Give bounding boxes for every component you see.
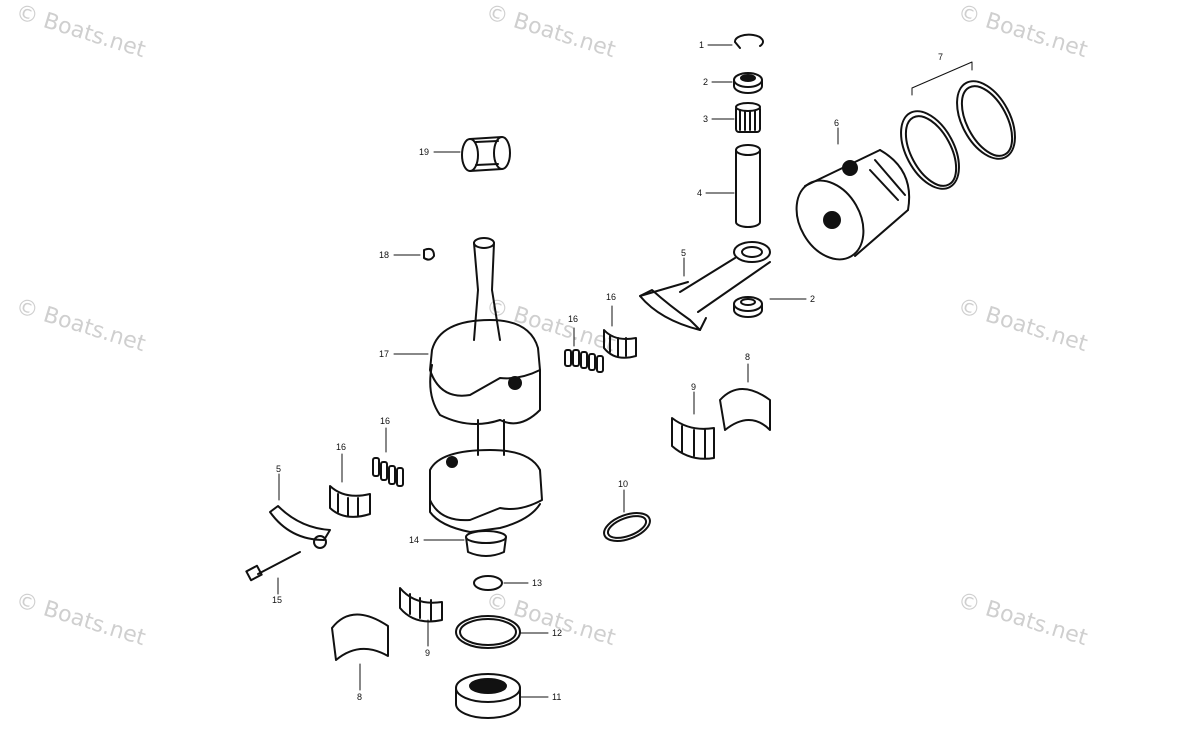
callout-10: 10 — [618, 479, 628, 489]
seal-ring-part — [455, 615, 521, 649]
piston-pin-part — [735, 144, 761, 228]
main-bearing-part — [461, 136, 511, 172]
thrust-washer-part — [733, 72, 763, 94]
piston-ring-part — [956, 80, 1016, 160]
retaining-ring-part — [603, 512, 651, 542]
callout-2: 2 — [703, 77, 708, 87]
callout-5: 5 — [276, 464, 281, 474]
callout-11: 11 — [552, 692, 561, 702]
connecting-rod-part — [639, 241, 771, 331]
piston-part — [795, 149, 911, 261]
woodruff-key-part — [423, 247, 435, 261]
callout-4: 4 — [697, 188, 702, 198]
callout-5: 5 — [681, 248, 686, 258]
callout-16: 16 — [380, 416, 390, 426]
callout-18: 18 — [379, 250, 389, 260]
bearing-shell-part — [719, 388, 771, 431]
callout-3: 3 — [703, 114, 708, 124]
callout-15: 15 — [272, 595, 282, 605]
crankshaft-part — [429, 237, 543, 557]
retaining-clip-part — [734, 33, 764, 49]
callout-7: 7 — [938, 52, 943, 62]
callout-14: 14 — [409, 535, 419, 545]
bearing-shell-part — [331, 613, 389, 661]
bearing-cage-part — [603, 329, 637, 359]
oil-seal-part — [455, 673, 521, 719]
callout-1: 1 — [699, 40, 704, 50]
callout-16: 16 — [568, 314, 578, 324]
o-ring-part — [473, 575, 503, 591]
callout-9: 9 — [691, 382, 696, 392]
bearing-cage-part — [399, 587, 443, 623]
piston-ring-part — [900, 110, 960, 190]
callout-17: 17 — [379, 349, 389, 359]
callout-2: 2 — [810, 294, 815, 304]
rod-cap-part — [269, 505, 331, 549]
callout-8: 8 — [745, 352, 750, 362]
callout-6: 6 — [834, 118, 839, 128]
callout-9: 9 — [425, 648, 430, 658]
callout-12: 12 — [552, 628, 562, 638]
callout-19: 19 — [419, 147, 429, 157]
needle-roller-part — [564, 349, 604, 373]
thrust-washer-part — [733, 296, 763, 318]
rod-bolt-part — [245, 551, 301, 582]
callout-16: 16 — [336, 442, 346, 452]
needle-bearing-part — [735, 102, 761, 133]
bearing-cage-part — [329, 485, 371, 518]
callout-13: 13 — [532, 578, 542, 588]
needle-roller-part — [372, 457, 404, 487]
callout-16: 16 — [606, 292, 616, 302]
callout-8: 8 — [357, 692, 362, 702]
bearing-cage-part — [671, 417, 715, 460]
